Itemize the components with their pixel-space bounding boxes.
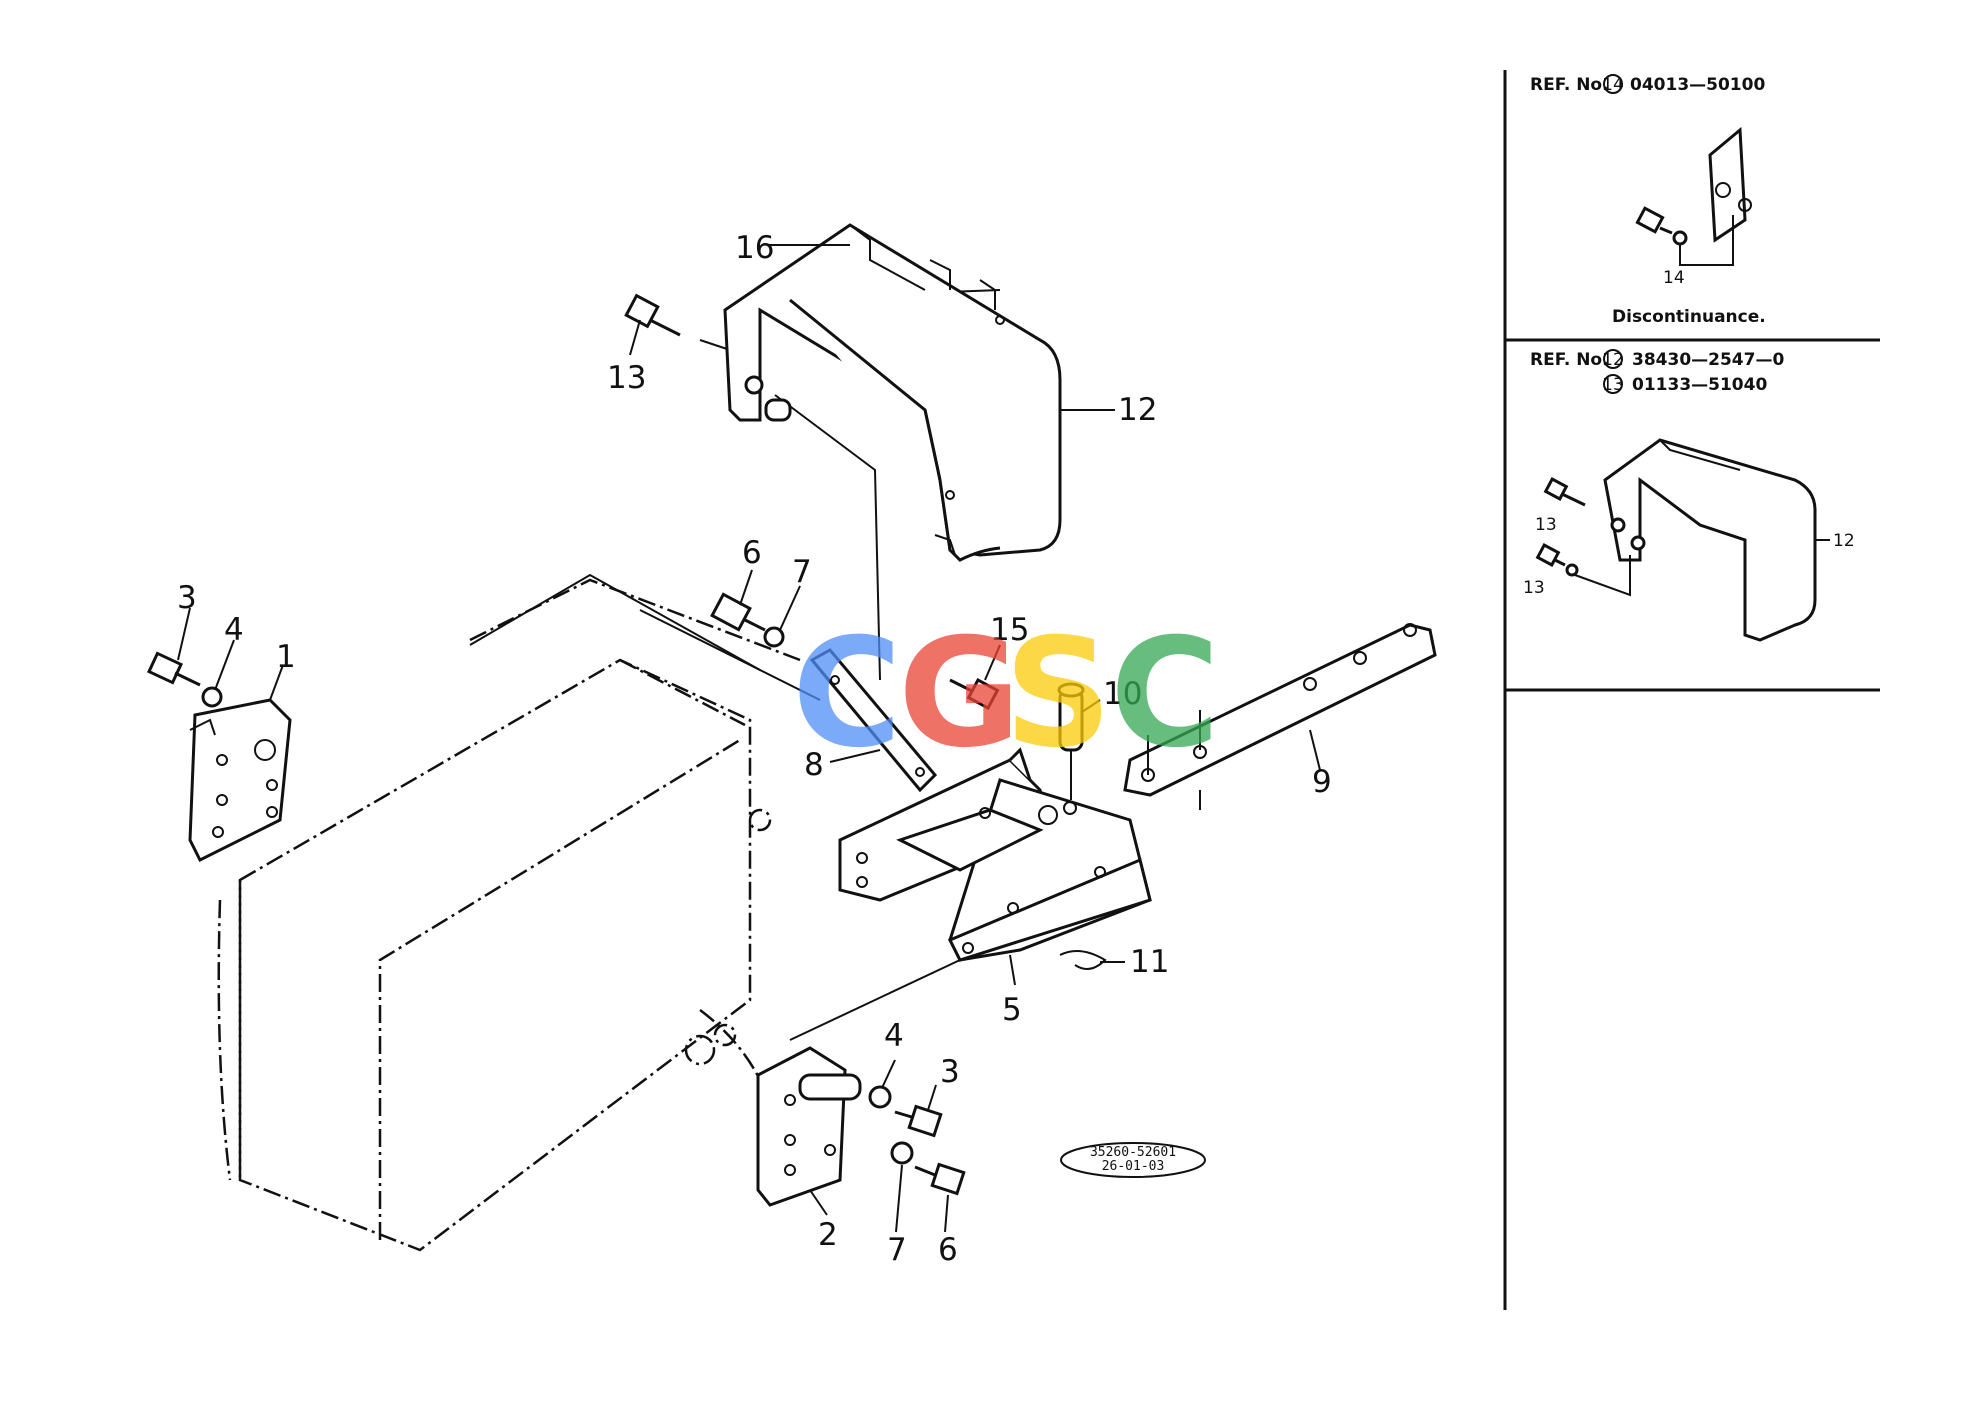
callout-15: 15 bbox=[990, 612, 1029, 648]
cover bbox=[723, 223, 1062, 562]
callout-3-left: 3 bbox=[177, 580, 197, 616]
upper-bolt bbox=[710, 592, 785, 648]
ref2-label: REF. No. bbox=[1530, 350, 1609, 370]
ref1-number: 14 bbox=[1602, 75, 1624, 95]
ref-panel-1: REF. No. 14 04013—50100 14 Discontinuanc… bbox=[1530, 74, 1766, 327]
watermark-letter-3: S bbox=[1004, 607, 1112, 781]
callout-9: 9 bbox=[1312, 764, 1332, 800]
ref2-number-b: 13 bbox=[1602, 375, 1624, 395]
lower-bolt bbox=[868, 1085, 943, 1138]
ref1-label: REF. No. bbox=[1530, 75, 1609, 95]
watermark-letter-2: G bbox=[898, 607, 1021, 781]
callout-1: 1 bbox=[276, 639, 296, 675]
ref2-callout-13b: 13 bbox=[1523, 578, 1545, 598]
callout-3-lower: 3 bbox=[940, 1054, 960, 1090]
drawbar-bracket bbox=[838, 747, 1152, 962]
ref2-part-no-b: 01133—51040 bbox=[1632, 375, 1767, 395]
engine-block bbox=[217, 578, 801, 1252]
callout-10: 10 bbox=[1103, 676, 1142, 712]
lower-bolt-2 bbox=[890, 1141, 966, 1196]
ref2-callout-13a: 13 bbox=[1535, 515, 1557, 535]
ref1-part-no: 04013—50100 bbox=[1630, 75, 1765, 95]
ref-panel-2: REF. No. 12 38430—2547—0 13 01133—51040 … bbox=[1523, 349, 1855, 642]
callout-4-lower: 4 bbox=[884, 1018, 904, 1054]
callout-13: 13 bbox=[607, 360, 646, 396]
callout-7-lower: 7 bbox=[887, 1232, 907, 1268]
drawing-stamp: 35260-52601 26-01-03 bbox=[1060, 1142, 1206, 1178]
callout-6-lower: 6 bbox=[938, 1232, 958, 1268]
callout-labels: 1 3 4 2 3 4 6 7 5 6 7 8 15 10 9 11 12 13… bbox=[177, 230, 1332, 1268]
watermark: C G S C bbox=[792, 607, 1220, 781]
watermark-letter-1: C bbox=[792, 607, 902, 781]
callout-4-left: 4 bbox=[224, 612, 244, 648]
bolt-13 bbox=[624, 293, 681, 337]
lower-bracket-plate bbox=[756, 1046, 862, 1207]
watermark-letter-4: C bbox=[1110, 607, 1220, 781]
stamp-line-2: 26-01-03 bbox=[1102, 1159, 1165, 1174]
callout-16: 16 bbox=[735, 230, 774, 266]
ref2-number-a: 12 bbox=[1602, 350, 1624, 370]
ref1-callout: 14 bbox=[1663, 268, 1685, 288]
callout-5: 5 bbox=[1002, 992, 1022, 1028]
hitch-pin bbox=[1057, 682, 1085, 800]
callout-7-upper: 7 bbox=[792, 554, 812, 590]
stamp-line-1: 35260-52601 bbox=[1090, 1145, 1176, 1160]
left-bolt bbox=[146, 651, 223, 708]
left-bracket-plate bbox=[188, 698, 292, 863]
support-plate bbox=[809, 648, 938, 793]
snap-pin bbox=[1059, 950, 1107, 970]
bolt-15 bbox=[949, 677, 1000, 711]
callout-11: 11 bbox=[1130, 944, 1169, 980]
callout-2: 2 bbox=[818, 1217, 838, 1253]
reference-panels bbox=[1503, 70, 1880, 1310]
callout-8: 8 bbox=[804, 747, 824, 783]
ref2-callout-12: 12 bbox=[1833, 531, 1855, 551]
leader-lines bbox=[177, 244, 1321, 1233]
ref1-note: Discontinuance. bbox=[1612, 307, 1766, 327]
callout-12: 12 bbox=[1118, 392, 1157, 428]
drawbar bbox=[1123, 623, 1437, 810]
ref2-part-no-a: 38430—2547—0 bbox=[1632, 350, 1784, 370]
callout-6-upper: 6 bbox=[742, 535, 762, 571]
